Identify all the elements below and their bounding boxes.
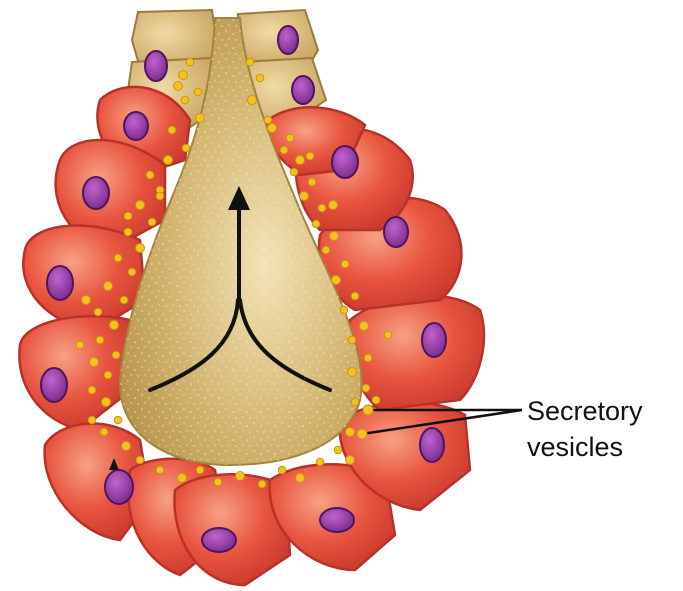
vesicle-dot: [384, 331, 392, 339]
vesicle-dot: [112, 351, 120, 359]
vesicle-dot: [348, 336, 356, 344]
vesicle-dot: [114, 254, 122, 262]
vesicle-callout-2: [357, 429, 367, 439]
vesicle-dot: [102, 398, 111, 407]
vesicle-dot: [196, 114, 205, 123]
nucleus-icon: [320, 508, 354, 532]
vesicle-dot: [360, 322, 369, 331]
nucleus-icon: [145, 51, 167, 81]
vesicle-dot: [351, 398, 359, 406]
nucleus-icon: [124, 112, 148, 140]
vesicle-dot: [312, 220, 320, 228]
vesicle-dot: [340, 306, 348, 314]
vesicle-dot: [110, 321, 119, 330]
vesicle-dot: [88, 416, 96, 424]
vesicle-dot: [236, 472, 245, 481]
nucleus-icon: [83, 177, 109, 209]
vesicle-dot: [124, 212, 132, 220]
acinar-cell-4: [19, 316, 130, 430]
label-secretory: Secretory: [527, 396, 643, 426]
vesicle-dot: [329, 201, 338, 210]
vesicle-dot: [351, 292, 359, 300]
vesicle-dot: [316, 458, 324, 466]
vesicle-dot: [124, 228, 132, 236]
vesicle-dot: [296, 156, 305, 165]
vesicle-dot: [136, 456, 144, 464]
acinar-cell-3: [23, 226, 145, 330]
vesicle-dot: [114, 416, 122, 424]
vesicle-dot: [120, 296, 128, 304]
vesicle-dot: [264, 116, 272, 124]
vesicle-dot: [96, 336, 104, 344]
nucleus-icon: [420, 428, 444, 462]
vesicle-dot: [174, 82, 183, 91]
vesicle-dot: [179, 71, 188, 80]
vesicle-dot: [178, 474, 187, 483]
vesicle-dot: [348, 368, 357, 377]
vesicle-dot: [104, 282, 113, 291]
nucleus-icon: [278, 26, 298, 54]
vesicle-dot: [128, 268, 136, 276]
vesicle-dot: [256, 74, 264, 82]
vesicle-dot: [308, 178, 316, 186]
vesicle-dot: [94, 308, 102, 316]
vesicle-dot: [156, 466, 164, 474]
vesicle-dot: [362, 384, 370, 392]
nucleus-icon: [384, 217, 408, 247]
vesicle-dot: [330, 232, 339, 241]
vesicle-dot: [286, 134, 294, 142]
vesicle-dot: [156, 192, 164, 200]
nucleus-icon: [105, 470, 133, 504]
vesicle-dot: [104, 371, 112, 379]
vesicle-dot: [122, 442, 131, 451]
vesicle-dot: [346, 456, 355, 465]
vesicle-dot: [182, 144, 190, 152]
vesicle-dot: [341, 260, 349, 268]
vesicle-dot: [268, 124, 277, 133]
vesicle-dot: [306, 152, 314, 160]
nucleus-icon: [422, 323, 446, 357]
vesicle-dot: [258, 480, 266, 488]
vesicle-dot: [148, 218, 156, 226]
nucleus-icon: [47, 266, 73, 300]
vesicle-dot: [332, 276, 341, 285]
vesicle-dot: [196, 466, 204, 474]
vesicle-dot: [334, 446, 342, 454]
vesicle-dot: [322, 246, 330, 254]
vesicle-dot: [168, 126, 176, 134]
vesicle-dot: [364, 354, 372, 362]
vesicle-dot: [318, 204, 326, 212]
vesicle-dot: [90, 358, 99, 367]
vesicle-dot: [146, 171, 154, 179]
vesicle-dot: [246, 58, 254, 66]
nucleus-icon: [41, 368, 67, 402]
vesicle-dot: [186, 58, 194, 66]
vesicle-dot: [300, 192, 309, 201]
vesicle-dot: [194, 88, 202, 96]
vesicle-dot: [290, 168, 298, 176]
vesicle-dot: [278, 466, 286, 474]
nucleus-icon: [292, 76, 314, 104]
vesicle-dot: [280, 146, 288, 154]
vesicle-dot: [248, 96, 257, 105]
vesicle-dot: [76, 341, 84, 349]
label-vesicles: vesicles: [527, 432, 623, 462]
vesicle-dot: [214, 478, 222, 486]
vesicle-dot: [372, 396, 380, 404]
vesicle-dot: [136, 201, 145, 210]
vesicle-callout-1: [363, 405, 373, 415]
vesicle-dot: [88, 386, 96, 394]
vesicle-dot: [346, 428, 355, 437]
nucleus-icon: [202, 528, 236, 552]
vesicle-dot: [181, 96, 189, 104]
vesicle-dot: [82, 296, 91, 305]
vesicle-dot: [296, 474, 305, 483]
vesicle-dot: [136, 244, 145, 253]
nucleus-icon: [332, 146, 358, 178]
acinar-cell-10: [349, 296, 484, 410]
vesicle-dot: [100, 428, 108, 436]
vesicle-dot: [164, 156, 173, 165]
